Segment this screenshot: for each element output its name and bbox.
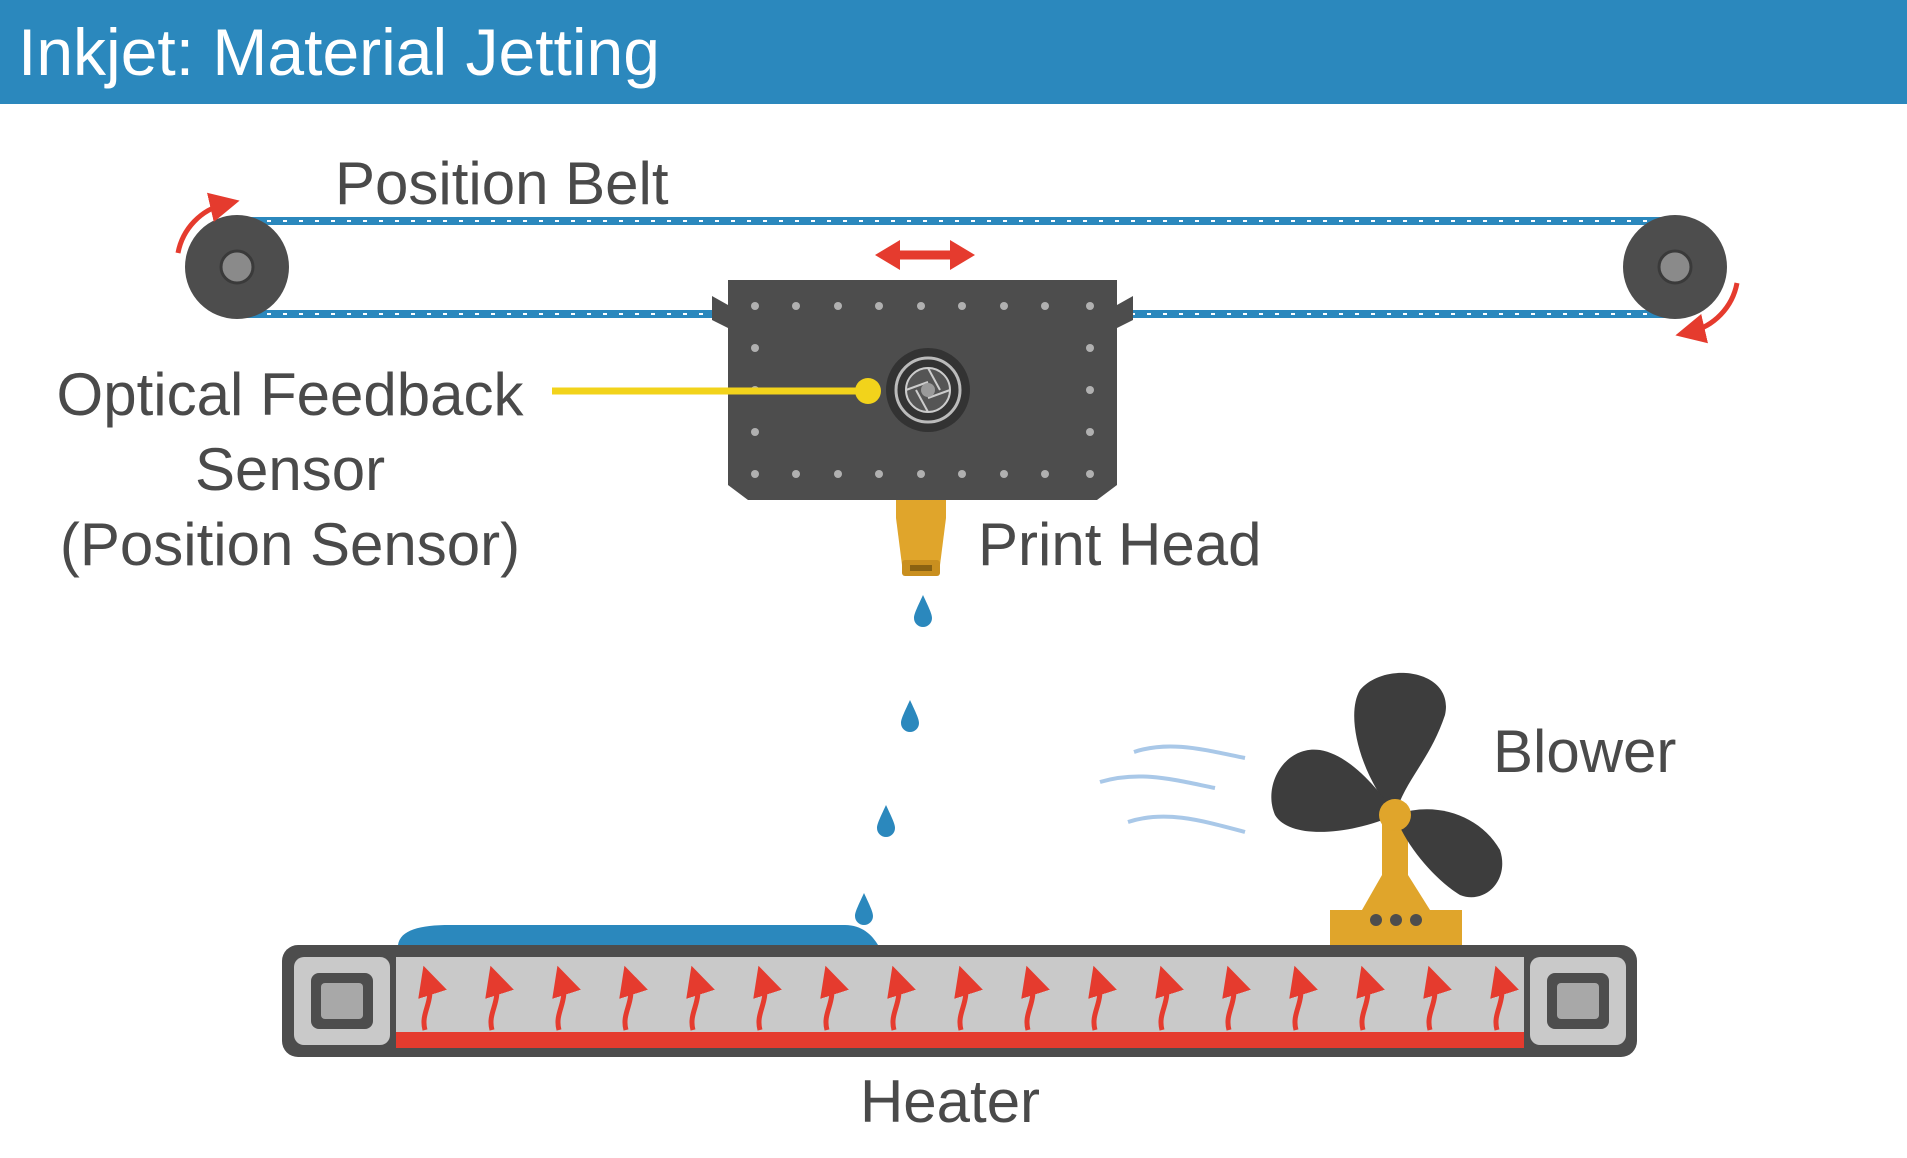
title-bar: Inkjet: Material Jetting [0,0,1907,104]
page-title: Inkjet: Material Jetting [18,15,660,89]
heater-label: Heater [860,1068,1040,1135]
optical-feedback-label-line1: Optical Feedback [57,361,525,428]
blower-label: Blower [1493,718,1676,785]
heater-left-block [294,957,390,1045]
right-pulley [1623,215,1727,319]
heater-bed [282,945,1637,1057]
print-head-label: Print Head [978,511,1261,578]
print-head-nozzle [896,500,946,576]
left-rotation-arrow [175,192,240,254]
heat-arrows [418,965,1519,1031]
heater-right-block [1530,957,1626,1045]
optical-sensor-icon [886,348,970,432]
optical-feedback-label-line2: Sensor [195,436,385,503]
blower-fan-icon [1271,672,1503,948]
deposited-material [398,925,878,945]
right-rotation-arrow [1675,282,1740,344]
left-pulley [185,215,289,319]
sensor-leader-line [552,378,881,404]
position-belt-label: Position Belt [335,150,669,217]
ink-droplets [855,595,932,925]
optical-feedback-label-line3: (Position Sensor) [60,511,520,578]
carriage-direction-arrow [875,240,975,270]
air-flow-lines [1099,744,1246,834]
